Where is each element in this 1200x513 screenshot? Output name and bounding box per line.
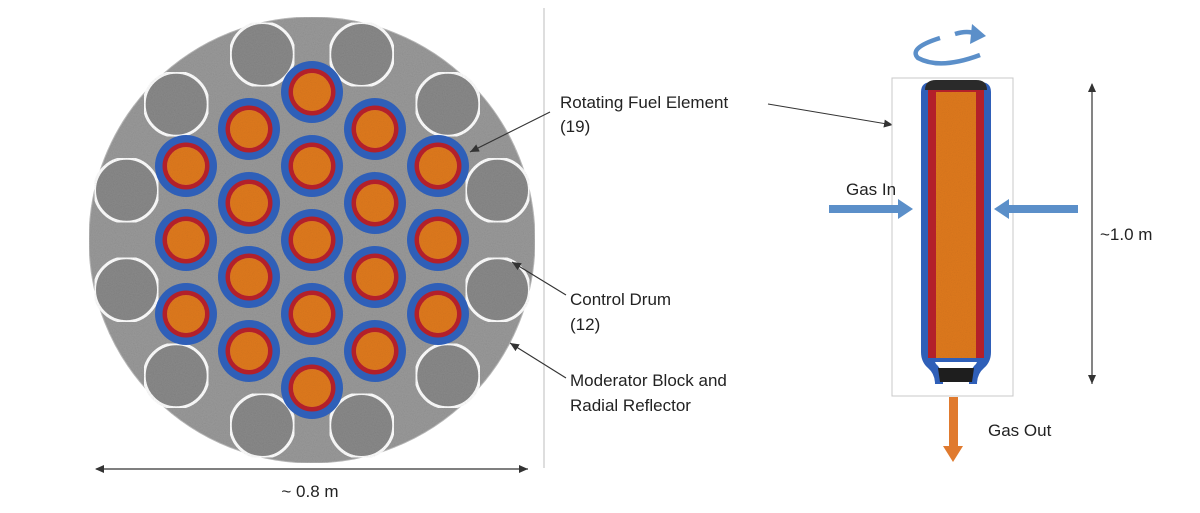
control-drum: [142, 342, 210, 410]
gas-in-arrow-left: [829, 199, 913, 219]
fuel-element: [218, 98, 280, 160]
callout-control-drum: Control Drum (12): [511, 261, 671, 334]
fuel-element: [281, 61, 343, 123]
element-bottom-plug: [938, 368, 974, 382]
control-drum: [464, 156, 531, 224]
fuel-element: [344, 320, 406, 382]
fuel-element: [281, 135, 343, 197]
fuel-element-label: Rotating Fuel Element: [560, 93, 728, 112]
control-drum: [464, 256, 531, 324]
gas-out-arrow: [943, 397, 963, 462]
moderator-label-line1: Moderator Block and: [570, 371, 727, 390]
diameter-dimension: ~ 0.8 m: [95, 465, 528, 501]
fuel-element: [344, 172, 406, 234]
fuel-element: [281, 209, 343, 271]
moderator-label-line2: Radial Reflector: [570, 396, 691, 415]
element-top-cap: [925, 80, 987, 90]
fuel-element: [281, 283, 343, 345]
gas-in-label: Gas In: [846, 180, 896, 199]
fuel-element: [407, 209, 469, 271]
element-fuel-core: [936, 92, 976, 358]
control-drum: [328, 21, 396, 88]
height-label: ~1.0 m: [1100, 225, 1152, 244]
gas-out-label: Gas Out: [988, 421, 1052, 440]
callout-rotating-fuel-element: Rotating Fuel Element (19): [469, 93, 894, 153]
rotation-arrow-icon: [913, 24, 986, 66]
fuel-element: [344, 246, 406, 308]
core-cross-section: [88, 16, 536, 464]
control-drum: [328, 392, 396, 459]
diameter-label: ~ 0.8 m: [281, 482, 338, 501]
fuel-element-detail: Gas In Gas Out ~1.0 m: [829, 24, 1152, 462]
fuel-element: [344, 98, 406, 160]
control-drum: [142, 70, 210, 138]
fuel-element: [218, 320, 280, 382]
control-drum: [414, 70, 482, 138]
fuel-element: [407, 283, 469, 345]
fuel-element: [218, 246, 280, 308]
fuel-element: [281, 357, 343, 419]
control-drums: [93, 21, 531, 459]
fuel-element-count: (19): [560, 117, 590, 136]
fuel-element: [218, 172, 280, 234]
gas-in-arrow-right: [994, 199, 1078, 219]
fuel-elements: [155, 61, 469, 419]
control-drum: [414, 342, 482, 410]
control-drum: [228, 392, 296, 459]
control-drum: [228, 21, 296, 88]
control-drum-count: (12): [570, 315, 600, 334]
fuel-element: [155, 209, 217, 271]
fuel-element: [155, 283, 217, 345]
fuel-element: [407, 135, 469, 197]
control-drum: [93, 156, 160, 224]
fuel-element: [155, 135, 217, 197]
control-drum-label: Control Drum: [570, 290, 671, 309]
height-dimension: ~1.0 m: [1088, 83, 1152, 384]
control-drum: [93, 256, 160, 324]
callout-moderator: Moderator Block and Radial Reflector: [509, 342, 727, 415]
